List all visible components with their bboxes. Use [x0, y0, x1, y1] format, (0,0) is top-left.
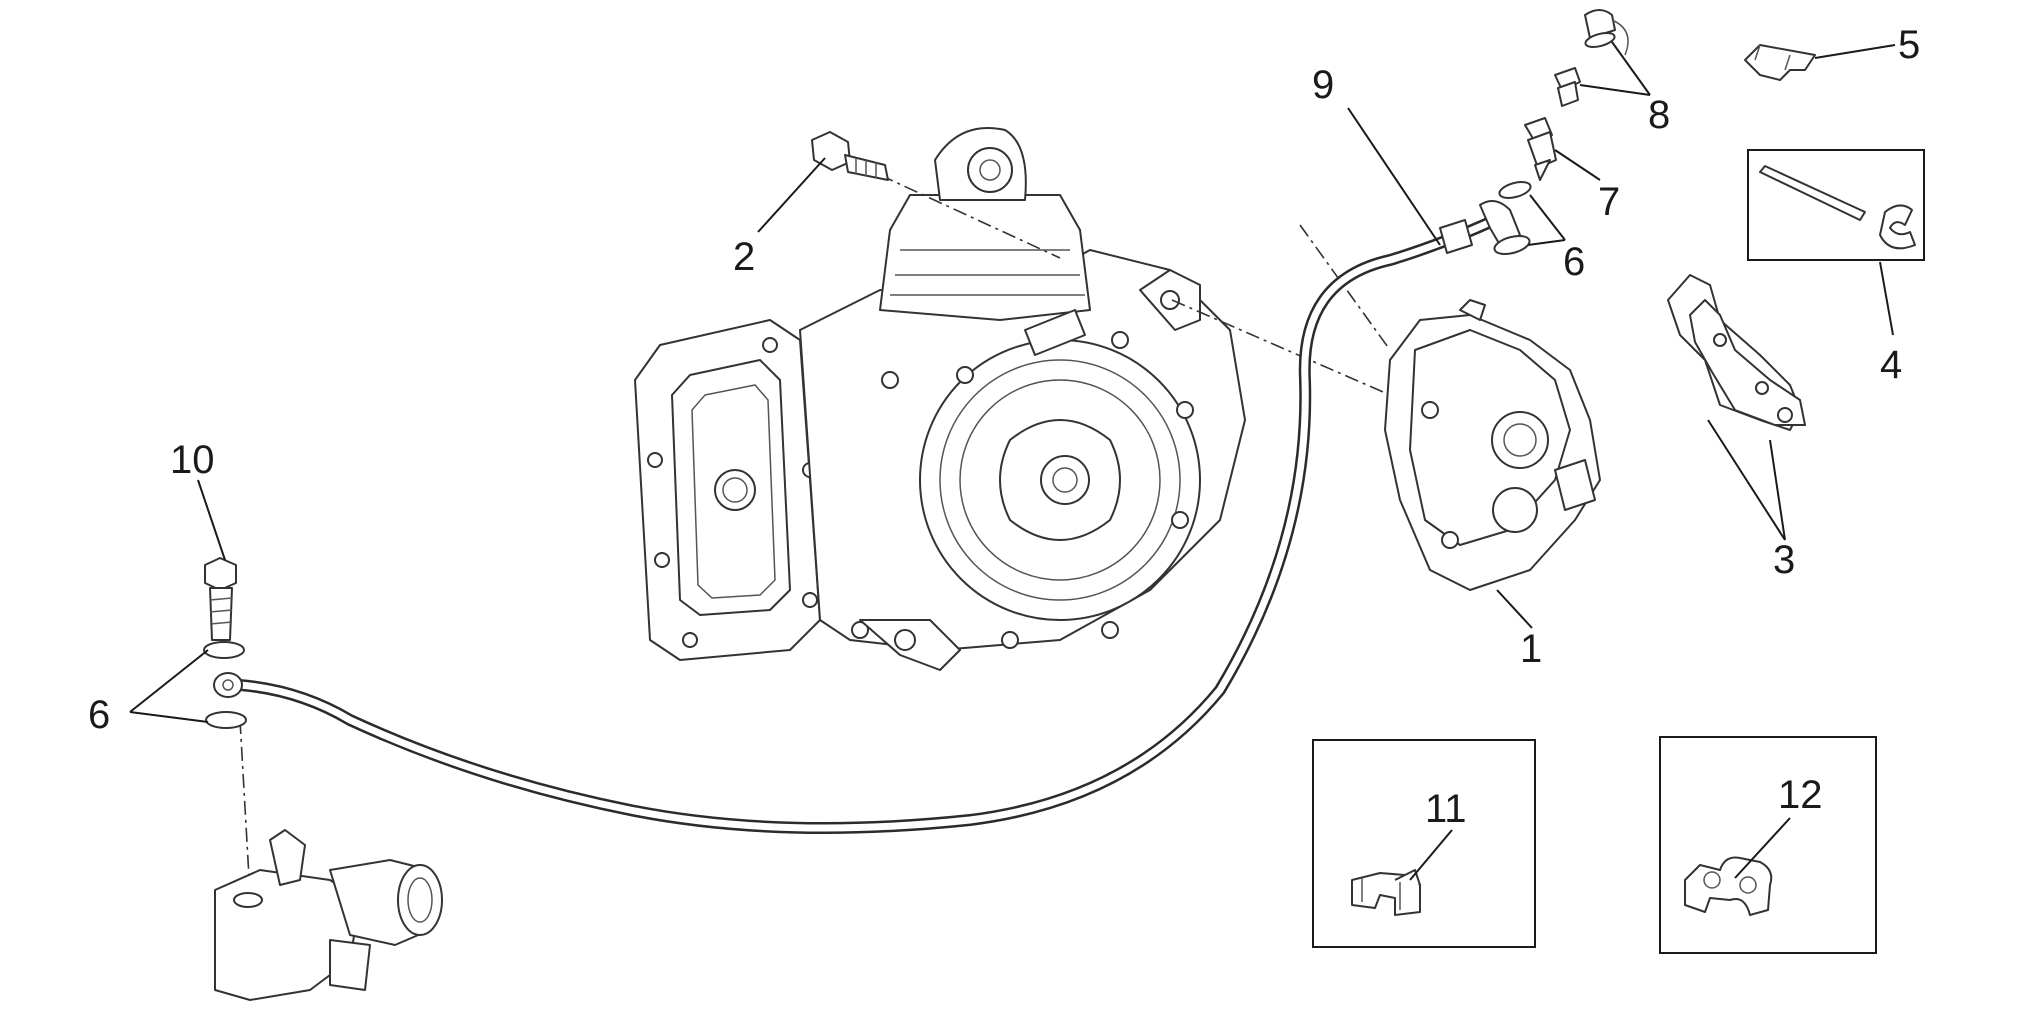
hose-clamp-part-12	[1659, 736, 1877, 954]
callout-4: 4	[1880, 343, 1902, 387]
callout-7: 7	[1598, 180, 1620, 224]
brake-hose	[234, 200, 1521, 834]
callout-11: 11	[1425, 787, 1467, 831]
callout-labels: 1 2 3 4 5 6 6 7 8 9 10 11 12	[88, 23, 1920, 831]
bolt-part-2	[811, 131, 889, 181]
master-cylinder	[214, 829, 443, 1001]
leader-lines	[129, 41, 1896, 881]
brake-caliper	[1384, 299, 1601, 591]
spring-clip-part-5	[1744, 44, 1816, 81]
callout-9: 9	[1312, 63, 1334, 107]
callout-6-right: 6	[1563, 240, 1585, 284]
callout-2: 2	[733, 235, 755, 279]
callout-3: 3	[1773, 538, 1795, 582]
engine-housing	[634, 127, 1246, 671]
callout-6-left: 6	[88, 693, 110, 737]
bleeder-fittings	[1493, 9, 1629, 256]
callout-10: 10	[170, 438, 215, 482]
pin-and-clip-kit	[1747, 149, 1925, 261]
alignment-lines	[239, 174, 1391, 896]
banjo-bolt-assembly	[203, 557, 247, 729]
brake-pads	[1667, 274, 1806, 431]
callout-8: 8	[1648, 93, 1670, 137]
callout-12: 12	[1778, 773, 1823, 817]
callout-5: 5	[1898, 23, 1920, 67]
hose-clip-part-11	[1312, 739, 1536, 948]
callout-1: 1	[1520, 627, 1542, 671]
